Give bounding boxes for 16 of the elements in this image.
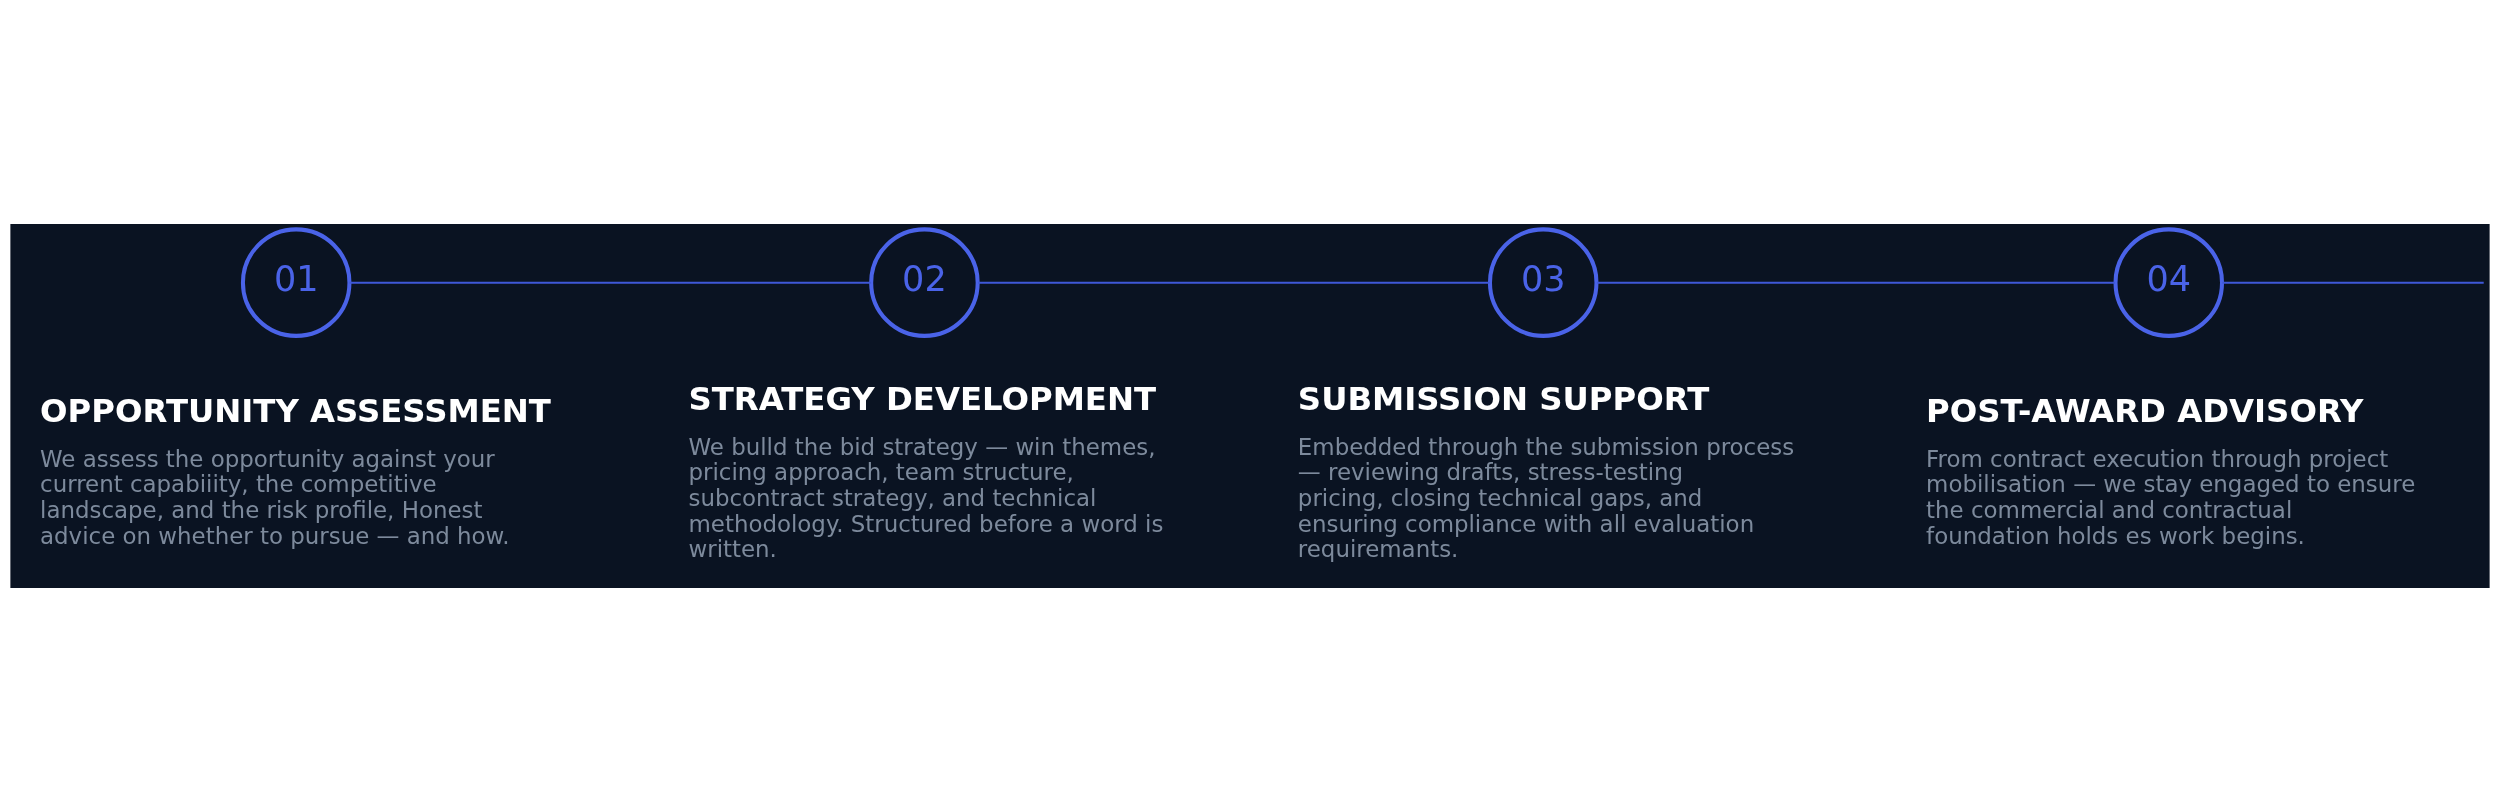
node-circle: 04 (2113, 226, 2225, 338)
node-circle: 03 (1487, 226, 1599, 338)
node-label: We assess the opportunity against your current capabiiity, the competitive landscape, and the risk profile, Honest advice on whether to pursue — and how. (40, 445, 510, 549)
node-circle: 02 (869, 226, 980, 338)
node-label: OPPORTUNITY ASSESSMENT (40, 391, 551, 430)
node-label: From contract execution through project mobilisation — we stay engaged to ensure the commercial and contractual foundation holds es work begins. (1926, 445, 2416, 549)
node-label: STRATEGY DEVELOPMENT (688, 379, 1157, 418)
connector (978, 281, 1490, 284)
node-label: SUBMISSION SUPPORT (1297, 379, 1710, 418)
connector (1597, 281, 2116, 284)
node-label: We bulld the bid strategy — win themes, pricing approach, team structure, subcontract strategy, and technical methodology. Structured before a word is written. (688, 433, 1164, 562)
connector (349, 281, 872, 284)
node-label: POST-AWARD ADVISORY (1926, 391, 2364, 430)
connector (2222, 281, 2484, 284)
node-label: Embedded through the submission process — reviewing drafts, stress-testing pricing, closing technical gaps, and ensuring compliance with all evaluation requiremants. (1297, 433, 1795, 562)
node-circle: 01 (240, 226, 352, 338)
